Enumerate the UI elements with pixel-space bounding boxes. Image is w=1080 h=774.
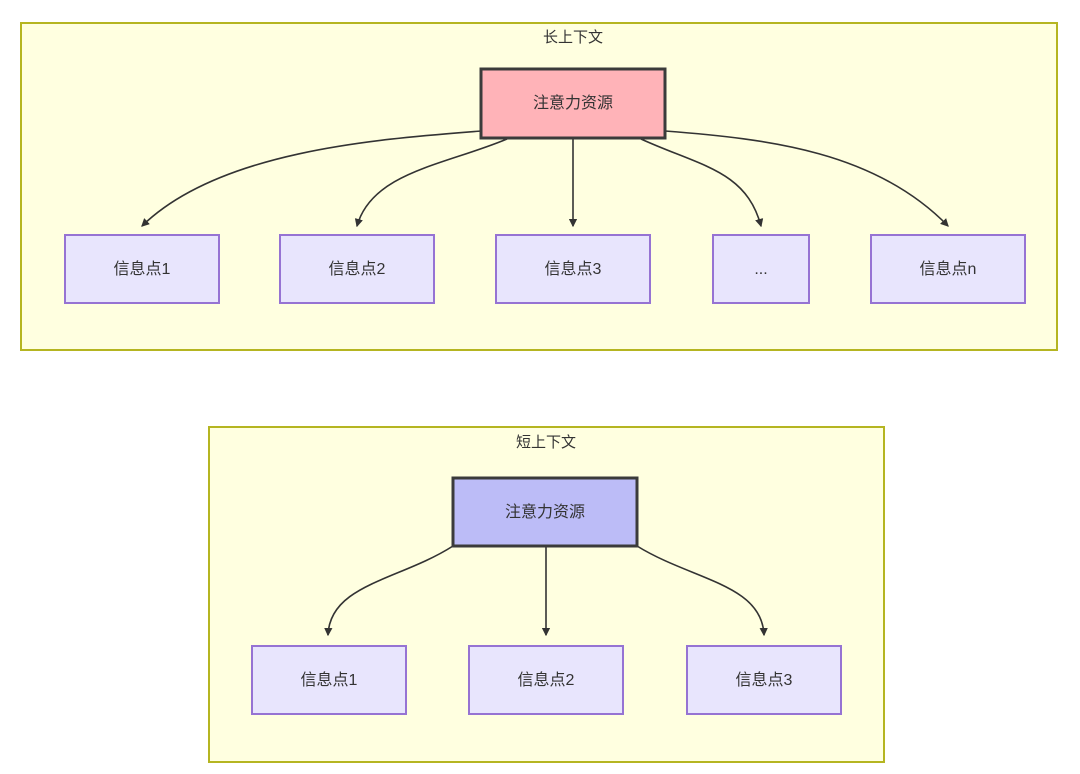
group-short-context-title: 短上下文 [516, 434, 576, 451]
node-short-leaf-1[interactable]: 信息点1 [251, 645, 407, 715]
node-long-root[interactable]: 注意力资源 [479, 67, 667, 140]
node-long-leaf-ellipsis-label: ... [754, 261, 767, 278]
node-short-root-box[interactable] [451, 476, 639, 548]
node-short-leaf-2-label: 信息点2 [518, 671, 575, 689]
node-short-leaf-3[interactable]: 信息点3 [686, 645, 842, 715]
node-long-leaf-3[interactable]: 信息点3 [495, 234, 651, 304]
node-short-leaf-3-label: 信息点3 [736, 671, 793, 689]
node-short-leaf-1-label: 信息点1 [301, 671, 358, 689]
node-long-leaf-n[interactable]: 信息点n [870, 234, 1026, 304]
edge-long-root-to-leaf-1 [141, 130, 482, 227]
node-short-root[interactable]: 注意力资源 [451, 476, 639, 548]
node-short-leaf-1-box[interactable] [251, 645, 407, 715]
node-short-leaf-3-box[interactable] [686, 645, 842, 715]
node-long-leaf-3-label: 信息点3 [545, 260, 602, 278]
edge-long-root-to-leaf-2 [354, 138, 508, 228]
edge-long-root-to-leaf-5 [664, 130, 949, 227]
node-long-root-box[interactable] [479, 67, 667, 140]
node-long-leaf-ellipsis[interactable]: ... [712, 234, 810, 304]
node-short-leaf-2-box[interactable] [468, 645, 624, 715]
group-long-context: 长上下文 注意力资源 信息点1 信息点2 信 [20, 22, 1058, 351]
node-long-leaf-n-label: 信息点n [920, 260, 977, 278]
node-long-leaf-2[interactable]: 信息点2 [279, 234, 435, 304]
node-long-leaf-3-box[interactable] [495, 234, 651, 304]
node-long-leaf-1[interactable]: 信息点1 [64, 234, 220, 304]
edge-short-root-to-leaf-1 [324, 545, 454, 637]
node-short-root-label: 注意力资源 [505, 502, 585, 521]
node-long-leaf-2-box[interactable] [279, 234, 435, 304]
node-long-root-label: 注意力资源 [533, 93, 613, 112]
node-long-leaf-1-label: 信息点1 [114, 260, 171, 278]
group-long-context-title: 长上下文 [543, 29, 603, 46]
node-long-leaf-ellipsis-box[interactable] [712, 234, 810, 304]
node-long-leaf-2-label: 信息点2 [329, 260, 386, 278]
edge-long-root-to-leaf-4 [640, 138, 764, 228]
node-long-leaf-n-box[interactable] [870, 234, 1026, 304]
group-short-context: 短上下文 注意力资源 信息点1 信息点2 信息点3 [208, 426, 885, 763]
node-short-leaf-2[interactable]: 信息点2 [468, 645, 624, 715]
node-long-leaf-1-box[interactable] [64, 234, 220, 304]
edge-short-root-to-leaf-3 [636, 545, 768, 637]
